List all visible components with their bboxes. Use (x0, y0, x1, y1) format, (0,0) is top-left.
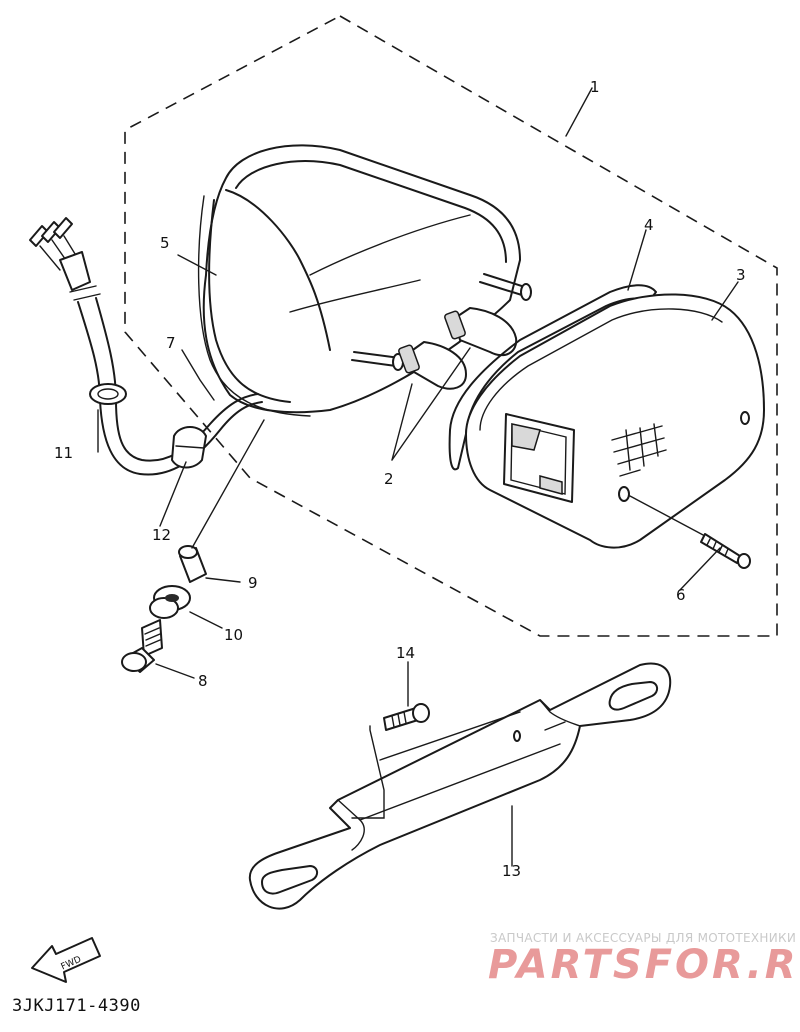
mount-bolt (121, 619, 163, 673)
callout-1: 1 (590, 78, 600, 96)
callout-13: 13 (502, 862, 521, 880)
callout-7: 7 (166, 334, 176, 352)
assembly-boundary (124, 15, 778, 637)
callout-3: 3 (736, 266, 746, 284)
lamp-housing (197, 144, 521, 417)
grommet (149, 585, 191, 619)
collar (178, 545, 207, 583)
callout-10: 10 (224, 626, 243, 644)
lens-screw (629, 495, 751, 569)
bulb-upper (444, 307, 518, 357)
callout-4: 4 (644, 216, 654, 234)
diagram-code: 3JKJ171-4390 (12, 996, 141, 1016)
callout-labels: 1 2 3 4 5 6 7 8 9 10 11 12 13 14 (54, 78, 746, 880)
bulb-lower (398, 341, 467, 390)
callout-2: 2 (384, 470, 394, 488)
callout-6: 6 (676, 586, 686, 604)
callout-11: 11 (54, 444, 73, 462)
lens-markings (611, 423, 667, 477)
leader-lines (97, 87, 739, 867)
callout-14: 14 (396, 644, 415, 662)
bracket-bolt (351, 703, 430, 819)
wire-harness (29, 217, 263, 476)
callout-8: 8 (198, 672, 208, 690)
watermark-logo: PARTSFOR.RU (488, 942, 800, 988)
tail-lens (465, 293, 765, 549)
callout-12: 12 (152, 526, 171, 544)
fwd-arrow: FWD (31, 937, 101, 983)
callout-5: 5 (160, 234, 170, 252)
license-bracket (248, 662, 672, 910)
watermark-tagline: ЗАПЧАСТИ И АКСЕССУАРЫ ДЛЯ МОТОТЕХНИКИ (490, 931, 797, 945)
callout-9: 9 (248, 574, 258, 592)
